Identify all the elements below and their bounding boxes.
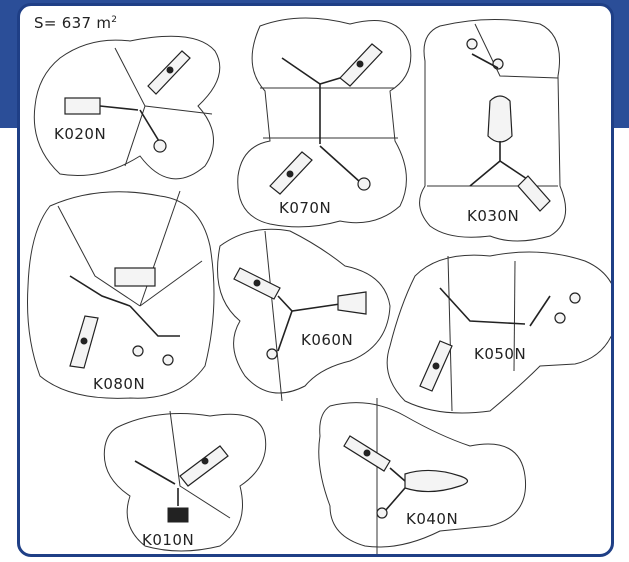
- zone-k040n-label: K040N: [406, 510, 458, 528]
- zone-k050n-outline: [386, 251, 611, 414]
- zone-k010n-label: K010N: [142, 531, 194, 549]
- zone-k020n-outline: [33, 35, 221, 180]
- zone-k020n-label: K020N: [54, 125, 106, 143]
- zone-k080n[interactable]: K080N: [27, 190, 215, 399]
- site-plan-panel: S= 637 m2 K020N K: [17, 3, 614, 557]
- zone-k060n[interactable]: K060N: [217, 228, 391, 402]
- site-plan-drawing: K020N K070N: [27, 17, 611, 554]
- zone-k050n-label: K050N: [474, 345, 526, 363]
- zone-k030n-label: K030N: [467, 207, 519, 225]
- zone-k030n[interactable]: K030N: [419, 18, 567, 242]
- zone-k080n-label: K080N: [93, 375, 145, 393]
- area-value: S= 637 m: [34, 14, 112, 32]
- zone-k010n[interactable]: K010N: [103, 410, 267, 552]
- zone-k070n-label: K070N: [279, 199, 331, 217]
- area-label: S= 637 m2: [34, 14, 117, 32]
- zone-k020n[interactable]: K020N: [33, 35, 221, 180]
- zone-k070n-outline: [237, 17, 412, 228]
- zone-k080n-outline: [27, 191, 215, 399]
- zone-k040n[interactable]: K040N: [318, 398, 527, 554]
- zone-k050n[interactable]: K050N: [386, 251, 611, 414]
- zone-k070n[interactable]: K070N: [237, 17, 412, 228]
- area-unit-exponent: 2: [111, 15, 118, 25]
- zone-k060n-label: K060N: [301, 331, 353, 349]
- zone-k060n-outline: [217, 228, 391, 394]
